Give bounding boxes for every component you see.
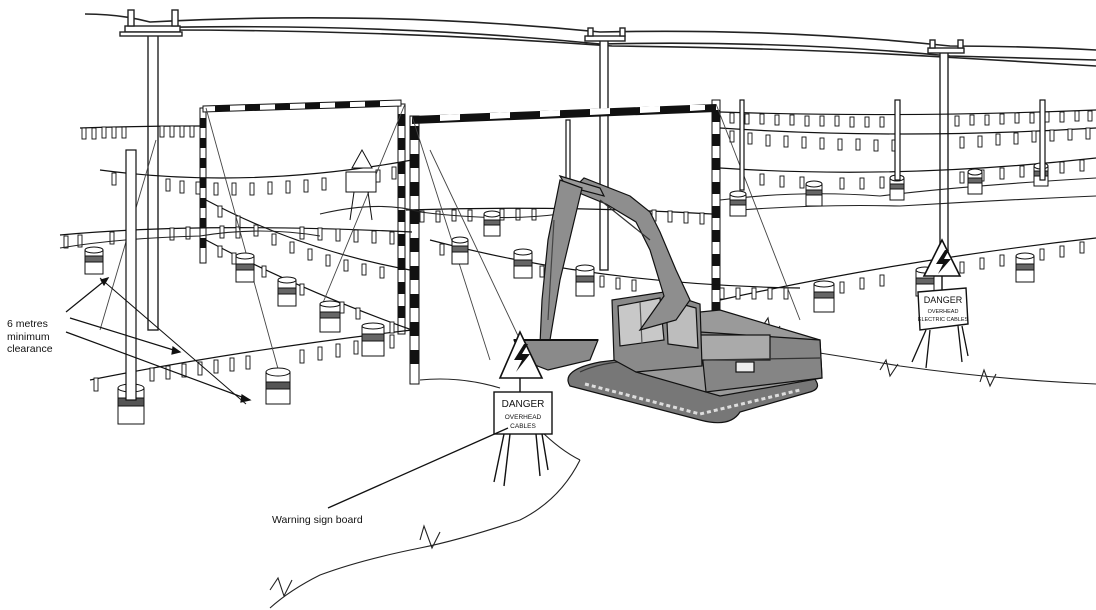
drum bbox=[278, 277, 296, 306]
drum bbox=[814, 281, 834, 312]
right-sign-line2: ELECTRIC CABLES bbox=[918, 317, 969, 323]
power-pole-right bbox=[928, 40, 964, 262]
front-sign-line1: OVERHEAD bbox=[505, 414, 542, 421]
sign-board-pointer bbox=[328, 428, 508, 508]
drum bbox=[236, 253, 254, 282]
clearance-annotation: 6 metres minimum clearance bbox=[7, 318, 53, 356]
drum bbox=[362, 323, 384, 356]
drum bbox=[514, 249, 532, 278]
right-sign-line1: OVERHEAD bbox=[928, 309, 959, 315]
drum bbox=[1016, 253, 1034, 282]
right-danger-sign: DANGER OVERHEAD ELECTRIC CABLES bbox=[912, 240, 969, 368]
drum bbox=[730, 191, 746, 216]
warning-sign-board-annotation: Warning sign board bbox=[272, 514, 363, 527]
clearance-line-3: clearance bbox=[7, 343, 53, 356]
drum bbox=[484, 211, 500, 236]
drum bbox=[266, 368, 290, 404]
drum bbox=[968, 169, 982, 194]
right-sign-title: DANGER bbox=[924, 295, 963, 305]
drum bbox=[806, 181, 822, 206]
front-sign-line2: CABLES bbox=[510, 423, 536, 430]
excavator-cab bbox=[612, 292, 702, 372]
clearance-line-2: minimum bbox=[7, 331, 53, 344]
lightning-warning-triangle-icon bbox=[924, 240, 960, 276]
power-pole-center bbox=[585, 28, 625, 270]
front-sign-title: DANGER bbox=[502, 399, 545, 410]
drum bbox=[85, 247, 103, 274]
clearance-line-1: 6 metres bbox=[7, 318, 53, 331]
excavator-arm bbox=[540, 180, 582, 344]
drum bbox=[452, 237, 468, 264]
drum bbox=[576, 265, 594, 296]
goal-post-barrier-left bbox=[200, 100, 405, 334]
drum bbox=[320, 301, 340, 332]
